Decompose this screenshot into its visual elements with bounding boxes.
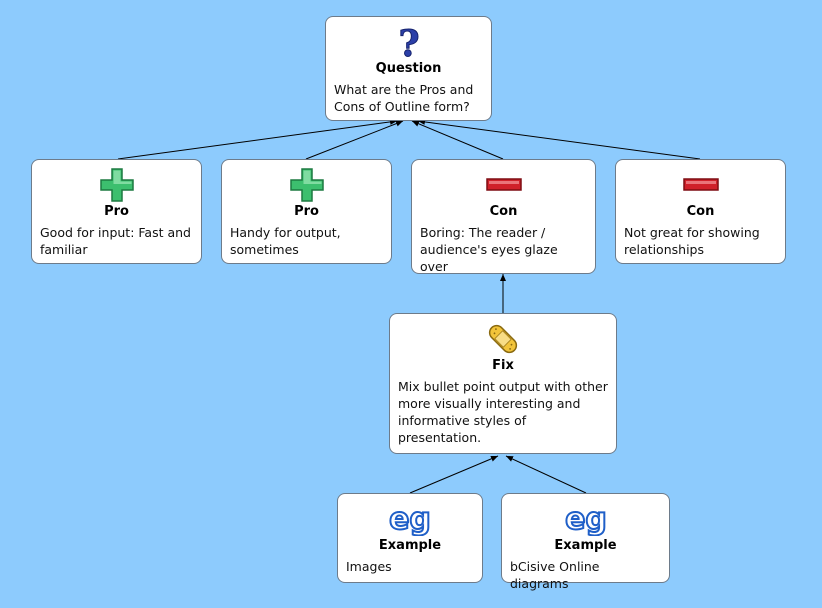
plus-icon — [40, 168, 193, 202]
fix-text: Mix bullet point output with other more … — [398, 379, 608, 445]
example-type-label: Example — [554, 538, 617, 553]
svg-text:eg: eg — [565, 502, 607, 536]
con-node-2[interactable]: Con Not great for showing relationships — [615, 159, 786, 264]
con-node-1[interactable]: Con Boring: The reader / audience's eyes… — [411, 159, 596, 274]
con-text-1: Boring: The reader / audience's eyes gla… — [420, 225, 558, 274]
pro-text-2: Handy for output, sometimes — [230, 225, 341, 257]
pro-type-label: Pro — [294, 204, 319, 219]
question-node[interactable]: ? Question What are the Pros and Cons of… — [325, 16, 492, 121]
pro-node-2[interactable]: Pro Handy for output, sometimes — [221, 159, 392, 264]
svg-text:eg: eg — [389, 502, 431, 536]
link-pro1-question — [117, 118, 398, 160]
eg-icon: eg — [510, 502, 661, 536]
question-text: What are the Pros and Cons of Outline fo… — [334, 82, 474, 114]
minus-icon — [624, 168, 777, 202]
link-pro2-question — [305, 120, 404, 160]
question-type-label: Question — [375, 61, 442, 76]
example-text-2: bCisive Online diagrams — [510, 559, 600, 591]
link-con2-question — [417, 118, 701, 160]
con-type-label: Con — [686, 204, 715, 219]
fix-type-label: Fix — [492, 358, 514, 373]
link-example1-fix — [409, 455, 499, 494]
con-type-label: Con — [489, 204, 518, 219]
example-node-2[interactable]: eg Example bCisive Online diagrams — [501, 493, 670, 591]
question-icon: ? — [334, 25, 483, 59]
fix-node[interactable]: Fix Mix bullet point output with other m… — [389, 313, 617, 454]
pro-node-1[interactable]: Pro Good for input: Fast and familiar — [31, 159, 202, 264]
plus-icon — [230, 168, 383, 202]
link-con1-question — [411, 120, 504, 160]
eg-icon: eg — [346, 502, 474, 536]
bandage-icon — [398, 322, 608, 356]
pro-type-label: Pro — [104, 204, 129, 219]
minus-icon — [420, 168, 587, 202]
example-type-label: Example — [378, 538, 442, 553]
example-node-1[interactable]: eg Example Images — [337, 493, 483, 583]
pro-text-1: Good for input: Fast and familiar — [40, 225, 191, 257]
svg-text:?: ? — [398, 25, 419, 59]
con-text-2: Not great for showing relationships — [624, 225, 760, 257]
example-text-1: Images — [346, 559, 392, 574]
link-example2-fix — [505, 455, 587, 494]
